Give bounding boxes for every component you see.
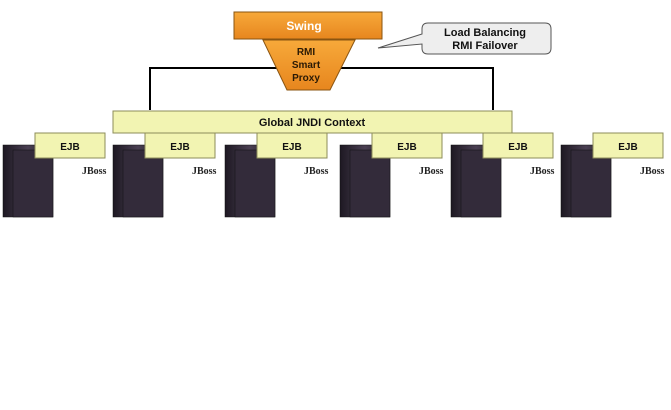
ejb-box bbox=[256, 132, 328, 159]
jboss-label: JBoss bbox=[640, 166, 665, 177]
jboss-label: JBoss bbox=[419, 166, 444, 177]
server-tower-front bbox=[349, 149, 391, 218]
ejb-label: EJB bbox=[170, 142, 189, 153]
jboss-label: JBoss bbox=[304, 166, 329, 177]
rmi-smart-proxy-shape bbox=[262, 39, 356, 91]
proxy-label-line-1: RMI bbox=[297, 47, 316, 58]
jboss-label: JBoss bbox=[82, 166, 107, 177]
jboss-label: JBoss bbox=[530, 166, 555, 177]
swing-box bbox=[233, 11, 383, 40]
ejb-box bbox=[371, 132, 443, 159]
server-node: EJB JBoss bbox=[339, 132, 444, 218]
server-node: EJB JBoss bbox=[224, 132, 329, 218]
server-node: EJB JBoss bbox=[450, 132, 555, 218]
ejb-label: EJB bbox=[397, 142, 416, 153]
ejb-box bbox=[482, 132, 554, 159]
ejb-label: EJB bbox=[508, 142, 527, 153]
server-node: EJB JBoss bbox=[112, 132, 217, 218]
callout-line-1: Load Balancing bbox=[444, 27, 526, 39]
ejb-label: EJB bbox=[618, 142, 637, 153]
ejb-label: EJB bbox=[282, 142, 301, 153]
server-node: EJB JBoss bbox=[560, 132, 665, 218]
server-tower-front bbox=[12, 149, 54, 218]
ejb-box bbox=[144, 132, 216, 159]
server-tower-front bbox=[122, 149, 164, 218]
server-tower-front bbox=[460, 149, 502, 218]
ejb-label: EJB bbox=[60, 142, 79, 153]
jboss-label: JBoss bbox=[192, 166, 217, 177]
callout-bubble: Load Balancing RMI Failover bbox=[377, 22, 552, 55]
server-node: EJB JBoss bbox=[2, 132, 107, 218]
swing-label: Swing bbox=[286, 19, 321, 33]
server-tower-front bbox=[570, 149, 612, 218]
ejb-box bbox=[34, 132, 106, 159]
callout-line-2: RMI Failover bbox=[452, 40, 518, 52]
jndi-context-label: Global JNDI Context bbox=[259, 117, 366, 129]
ejb-box bbox=[592, 132, 664, 159]
proxy-label-line-3: Proxy bbox=[292, 73, 320, 84]
proxy-label-line-2: Smart bbox=[292, 60, 321, 71]
server-tower-front bbox=[234, 149, 276, 218]
